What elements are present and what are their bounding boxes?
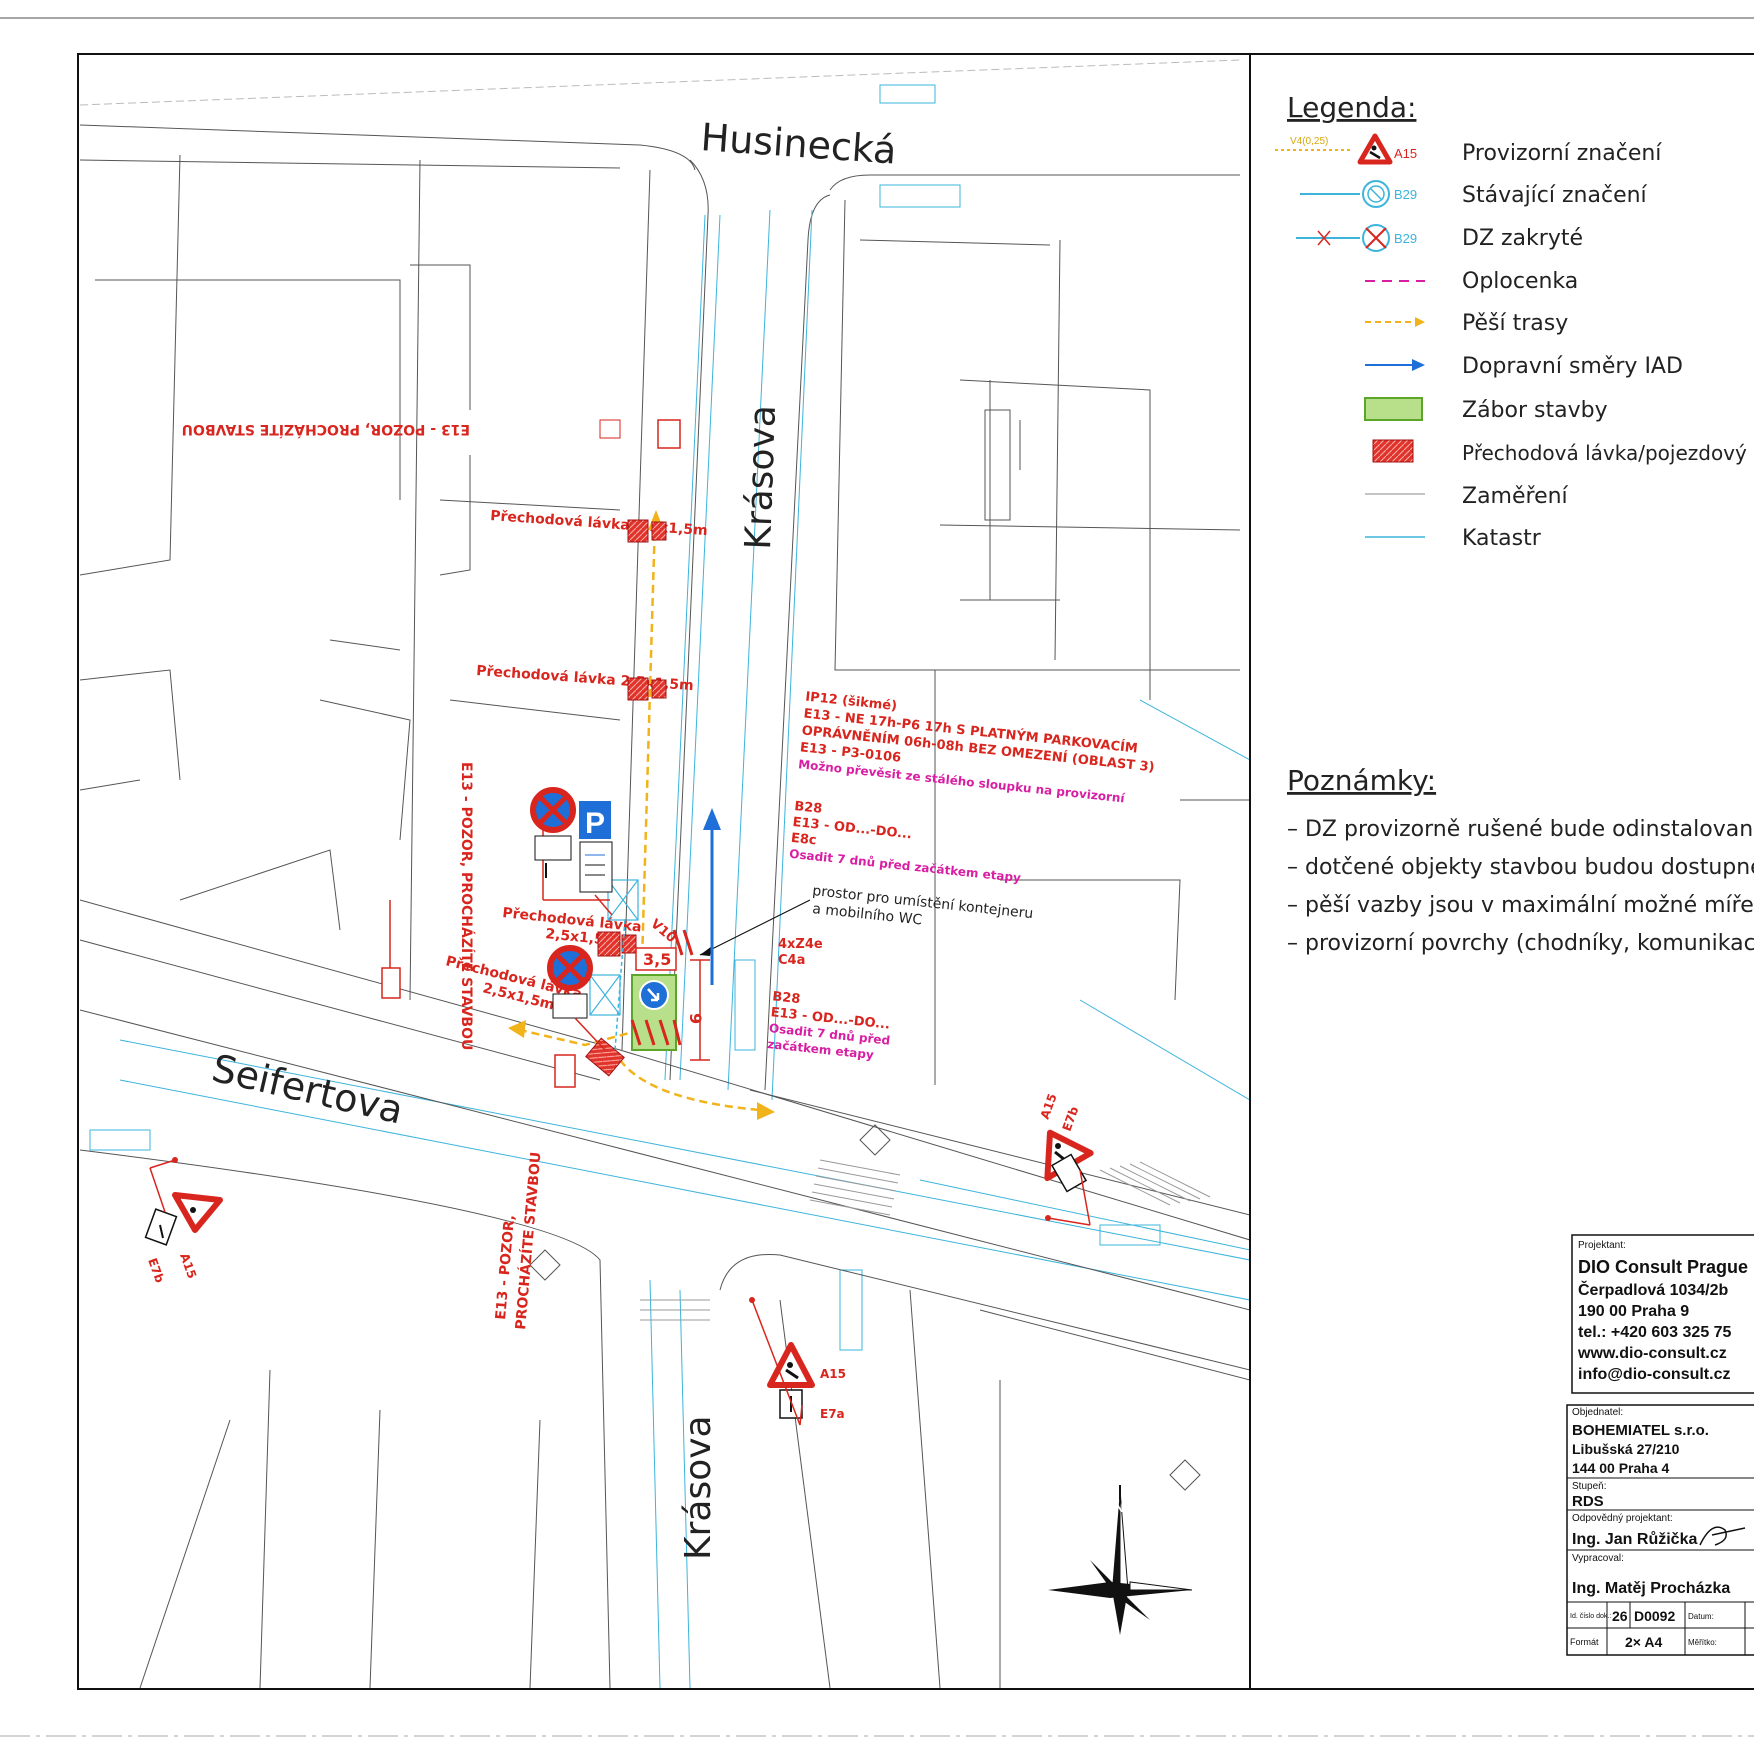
base-map — [79, 59, 1249, 1688]
tb-objednatel-label: Objednatel: — [1572, 1407, 1623, 1418]
legend-label-pesi: Pěší trasy — [1462, 311, 1568, 336]
note-3: – pěší vazby jsou v maximální možné míře — [1287, 893, 1754, 918]
sign-b28-bottom — [547, 945, 606, 1051]
note-4: – provizorní povrchy (chodníky, komunika… — [1287, 931, 1754, 956]
tb-projektant-label: Projektant: — [1578, 1240, 1626, 1251]
label-e7b-right: E7b — [1060, 1104, 1082, 1133]
legend-swatch-provizorni: V4(0,25) — [1275, 133, 1393, 165]
label-v10: V10 — [647, 917, 678, 947]
tb-format-label: Formát — [1570, 1637, 1599, 1647]
tb-projektant-1: DIO Consult Prague — [1578, 1257, 1748, 1277]
sign-parking: P — [577, 799, 613, 916]
tb-odpovedny-label: Odpovědný projektant: — [1572, 1513, 1673, 1524]
tb-projektant-5: www.dio-consult.cz — [1577, 1345, 1727, 1362]
tb-vypracoval: Ing. Matěj Procházka — [1572, 1580, 1730, 1597]
legend-swatch-pesi — [1365, 317, 1425, 327]
b28-1-line-1: B28 — [794, 799, 823, 817]
tb-id-label: Id. číslo dok.: — [1570, 1613, 1611, 1620]
label-e13-top: E13 - POZOR, PROCHÁZÍTE STAVBOU — [182, 421, 470, 438]
compass-north: N — [1115, 1501, 1124, 1515]
b28-2-line-1: B28 — [772, 989, 801, 1007]
tb-format: 2× A4 — [1625, 1634, 1662, 1650]
compass-rose — [1048, 1485, 1193, 1635]
tb-projektant-2: Čerpadlová 1034/2b — [1578, 1280, 1729, 1299]
label-a15-right: A15 — [1038, 1092, 1060, 1121]
street-husinecka: Husinecká — [699, 115, 898, 173]
tb-stupen-label: Stupeň: — [1572, 1481, 1606, 1492]
legend-swatch-stavajici — [1300, 180, 1390, 208]
note-1: – DZ provizorně rušené bude odinstalovan… — [1287, 817, 1754, 842]
legend-code-a15: A15 — [1394, 146, 1417, 161]
legend-label-provizorni: Provizorní značení — [1462, 141, 1662, 166]
b28-note-1: B28 E13 - OD...-DO... E8c Osadit 7 dnů p… — [789, 799, 1022, 885]
b28-1-line-3: E8c — [790, 831, 817, 849]
tb-datum-label: Datum: — [1688, 1612, 1714, 1621]
label-e13-bottom-2: PROCHÁZÍTE STAVBOU — [512, 1151, 544, 1330]
legend-label-lavka: Přechodová lávka/pojezdový ple — [1462, 441, 1754, 465]
ip12-note: IP12 (šikmé) E13 - NE 17h-P6 17h S PLATN… — [798, 690, 1156, 806]
traffic-direction-arrowhead — [703, 808, 721, 830]
legend-label-zakryte: DZ zakryté — [1462, 226, 1583, 251]
tb-odpovedny: Ing. Jan Růžička — [1572, 1531, 1697, 1548]
legend-label-katastr: Katastr — [1462, 526, 1542, 551]
legend-code-b29-1: B29 — [1394, 187, 1417, 202]
tb-projektant-6: info@dio-consult.cz — [1578, 1366, 1730, 1383]
street-krasova-top: Krásova — [738, 404, 784, 550]
walkway-blocks — [585, 419, 667, 1077]
label-z4-2: C4a — [778, 953, 805, 968]
label-lavka-1: Přechodová lávka 2,5x1,5m — [490, 508, 708, 539]
legend-swatch-lavka — [1372, 439, 1414, 463]
parking-sign-letter: P — [585, 807, 605, 840]
street-krasova-bottom: Krásova — [678, 1415, 719, 1560]
dimension-3-5: 3,5 — [643, 950, 671, 969]
legend-label-oplocenka: Oplocenka — [1462, 269, 1578, 294]
notes-title: Poznámky: — [1287, 764, 1436, 797]
legend-label-iad: Dopravní směry IAD — [1462, 354, 1683, 379]
tb-id-b: D0092 — [1634, 1608, 1675, 1624]
sign-a15-left — [144, 1157, 223, 1246]
sign-a15-right — [1044, 1129, 1094, 1226]
signature — [1699, 1526, 1746, 1546]
legend-label-stavajici: Stávající značení — [1462, 183, 1648, 208]
legend-swatch-zakryte — [1296, 224, 1390, 252]
legend-code-b29-2: B29 — [1394, 231, 1417, 246]
tb-objednatel-3: 144 00 Praha 4 — [1572, 1460, 1670, 1476]
tb-meritko-label: Měřítko: — [1688, 1638, 1717, 1647]
tb-projektant-3: 190 00 Praha 9 — [1578, 1303, 1689, 1320]
dimension-9: 9 — [686, 1013, 705, 1024]
ped-arrow-right — [757, 1102, 775, 1120]
b28-1-line-4: Osadit 7 dnů před začátkem etapy — [789, 847, 1022, 885]
label-e7b-left: E7b — [145, 1256, 167, 1285]
sign-a15-bottom — [749, 1297, 815, 1426]
label-a15-bottom: A15 — [820, 1367, 846, 1381]
label-e7a-bottom: E7a — [820, 1407, 845, 1421]
legend-swatch-iad — [1365, 359, 1425, 371]
legend-label-zamereni: Zaměření — [1462, 484, 1569, 509]
tb-stupen: RDS — [1572, 1493, 1604, 1510]
legend-label-zabor: Zábor stavby — [1462, 398, 1608, 423]
legend-line-label: V4(0,25) — [1290, 136, 1328, 147]
legend-title: Legenda: — [1287, 91, 1416, 124]
title-block — [1566, 1234, 1754, 1656]
tb-id-a: 26 — [1612, 1608, 1628, 1624]
label-z4-1: 4xZ4e — [778, 937, 823, 952]
pedestrian-routes — [519, 519, 761, 1112]
map-frame — [77, 53, 1251, 1690]
street-seifertova: Seifertova — [208, 1046, 407, 1133]
note-2: – dotčené objekty stavbou budou dostupné… — [1287, 855, 1754, 880]
tb-objednatel-1: BOHEMIATEL s.r.o. — [1572, 1422, 1709, 1439]
tb-vypracoval-label: Vypracoval: — [1572, 1553, 1624, 1564]
z4e-barriers — [630, 929, 694, 1046]
ped-arrow-left — [508, 1020, 526, 1038]
existing-signs-covered — [589, 879, 639, 1016]
legend-swatch-zabor — [1364, 397, 1423, 421]
b28-note-2: B28 E13 - OD...-DO... Osadit 7 dnů před … — [767, 989, 891, 1062]
tb-objednatel-2: Libušská 27/210 — [1572, 1441, 1680, 1457]
tb-projektant-4: tel.: +420 603 325 75 — [1578, 1324, 1732, 1341]
label-a15-left: A15 — [177, 1251, 199, 1280]
label-e13-left: E13 - POZOR, PROCHÁZÍTE STAVBOU — [458, 762, 475, 1050]
